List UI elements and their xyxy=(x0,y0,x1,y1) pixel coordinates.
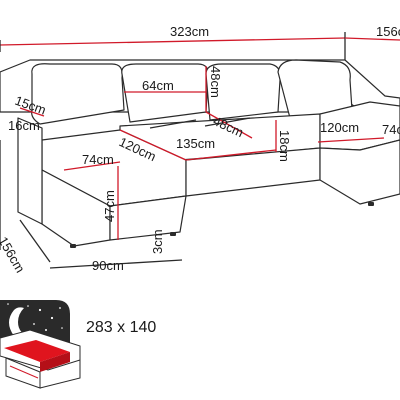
star-icon xyxy=(7,303,9,305)
left-armrest xyxy=(17,117,43,225)
label-chaise-width-left: 74cm xyxy=(82,152,114,167)
star-icon xyxy=(45,329,47,331)
star-icon xyxy=(50,316,54,320)
dim-line-chaise-length-right xyxy=(317,137,385,143)
moon-stars-bed-icon xyxy=(0,300,81,389)
label-chaise-height: 47cm xyxy=(102,190,117,222)
moon-icon xyxy=(9,307,32,341)
left-chaise-side xyxy=(109,195,187,241)
bed-size-label: 283 x 140 xyxy=(86,319,156,336)
leg-right xyxy=(368,202,374,206)
label-middle-width: 135cm xyxy=(176,136,215,151)
back-cushion-middle xyxy=(121,63,209,123)
dim-line-seat-depth xyxy=(205,111,253,139)
right-chaise-front xyxy=(319,139,400,205)
label-total-width: 323cm xyxy=(170,24,209,39)
seat-line-1 xyxy=(149,119,197,129)
label-cushion-width: 64cm xyxy=(142,78,174,93)
star-icon xyxy=(61,327,63,329)
star-icon xyxy=(59,307,61,309)
dim-line-armrest xyxy=(19,107,45,117)
dim-line-chaise-width-left xyxy=(63,161,121,171)
dim-line-chaise-length-left xyxy=(119,129,187,161)
star-icon xyxy=(38,308,42,312)
label-chaise-length-right: 120cm xyxy=(320,120,359,135)
dim-line-middle-width xyxy=(185,149,277,161)
label-leg-height: 3cm xyxy=(150,229,165,254)
dim-line-front-depth xyxy=(49,259,183,269)
back-cushion-right xyxy=(277,59,353,119)
sofa-outline xyxy=(0,59,400,247)
back-cushion-left xyxy=(31,63,125,125)
dim-line-total-width xyxy=(0,37,346,46)
bed-surface xyxy=(4,340,70,362)
sofa-legs xyxy=(70,202,374,248)
label-chaise-width-right: 74cm xyxy=(382,122,400,137)
seat-line-2 xyxy=(204,117,251,127)
bed-base-edge xyxy=(39,360,81,389)
bed-side xyxy=(40,352,70,372)
leg-left-front xyxy=(70,244,76,248)
dim-line-right-depth xyxy=(344,37,400,41)
label-right-depth: 156cm xyxy=(376,24,400,39)
label-cushion-height: 48cm xyxy=(208,66,223,98)
label-seat-height: 18cm xyxy=(277,130,292,162)
label-left-depth: 156cm xyxy=(0,234,28,275)
bed-stripe xyxy=(9,365,39,379)
label-armrest-height: 16cm xyxy=(8,118,40,133)
star-icon xyxy=(27,305,29,307)
dimension-lines xyxy=(0,32,400,269)
label-front-depth: 90cm xyxy=(92,258,124,273)
star-icon xyxy=(33,323,35,325)
leg-left-back xyxy=(170,232,176,236)
dim-line-left-diagonal xyxy=(19,219,51,263)
